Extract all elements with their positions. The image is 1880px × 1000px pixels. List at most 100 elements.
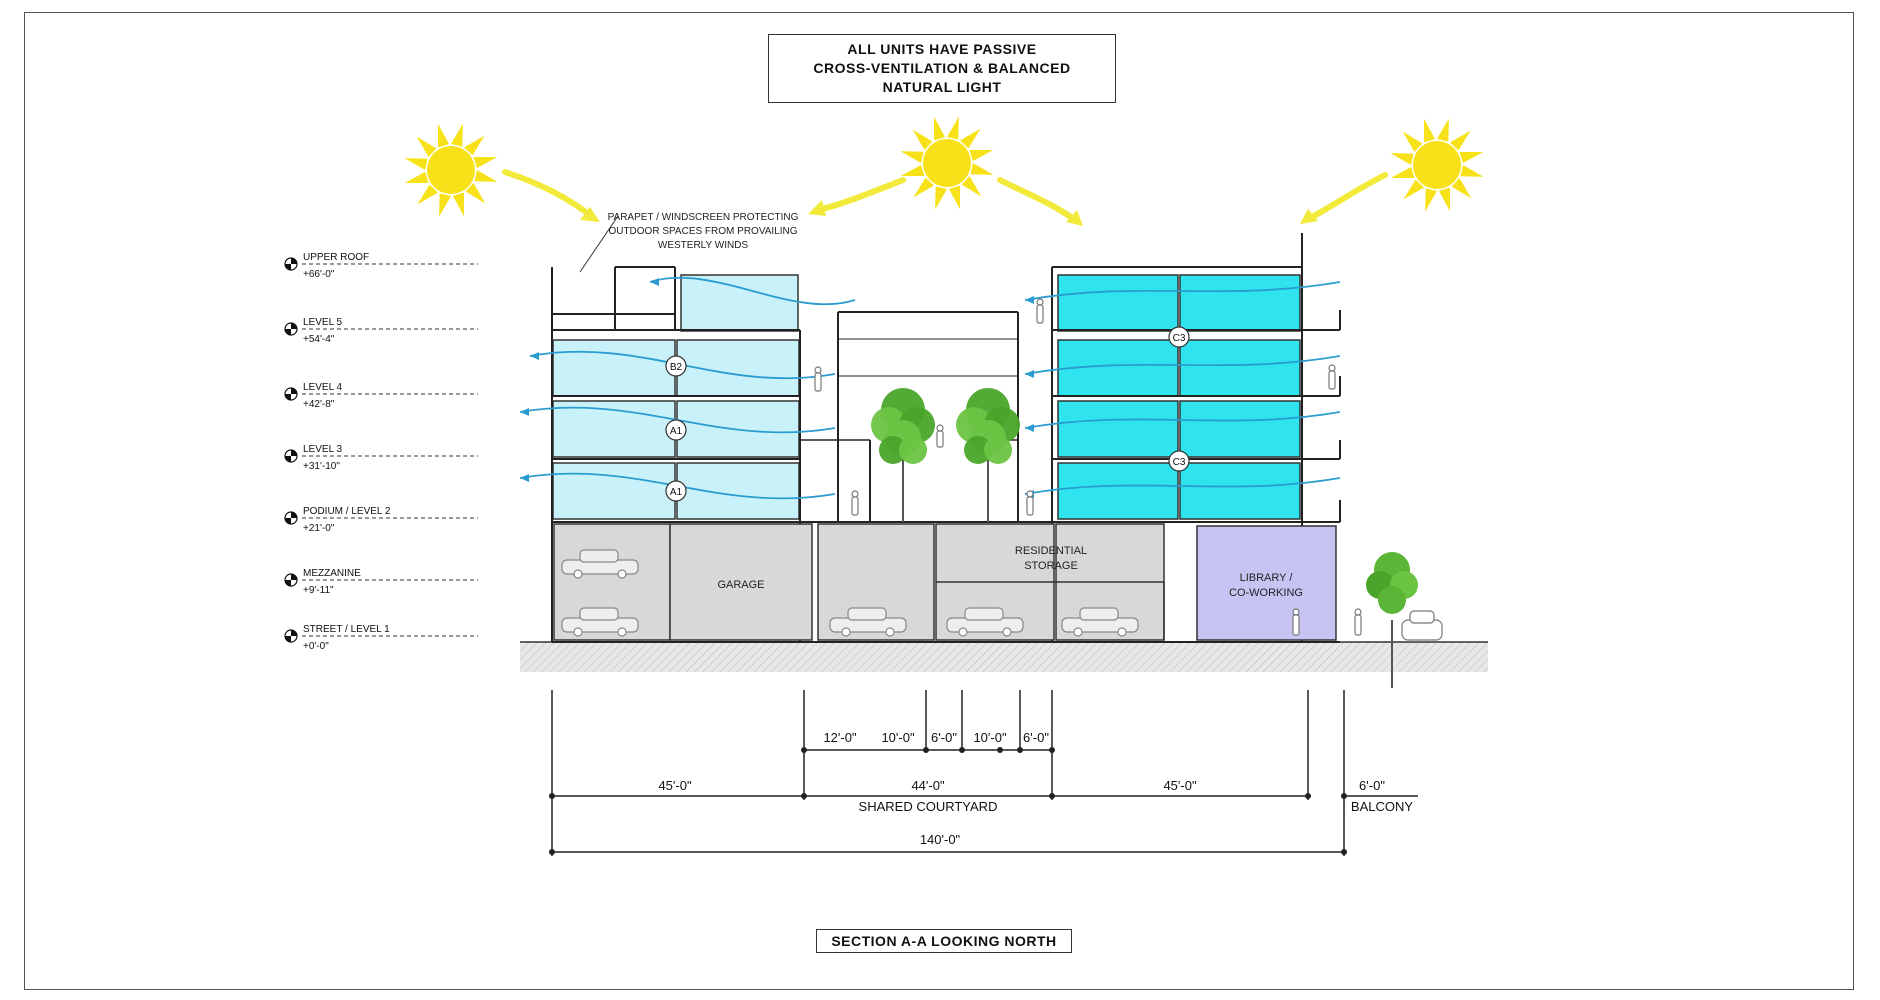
sunlight-arrow-1	[502, 169, 593, 218]
storage-label-1: RESIDENTIAL	[1015, 545, 1087, 557]
title-line-2: CROSS-VENTILATION & BALANCED	[813, 60, 1071, 76]
title-box: ALL UNITS HAVE PASSIVE CROSS-VENTILATION…	[768, 34, 1116, 103]
dim-courtyard-part-4: 10'-0"	[973, 730, 1007, 745]
level-elevation: +66'-0"	[303, 269, 335, 280]
units	[552, 274, 1301, 520]
level-name: LEVEL 4	[303, 382, 343, 393]
level-marker: UPPER ROOF +66'-0"	[284, 252, 478, 280]
section-caption-text: SECTION A-A LOOKING NORTH	[831, 933, 1057, 949]
wind-arrow	[1024, 281, 1341, 304]
annotation-line-3: WESTERLY WINDS	[658, 240, 749, 251]
level-name: STREET / LEVEL 1	[303, 624, 390, 635]
unit-west-l2b	[676, 462, 800, 520]
sunlight-arrow-2	[815, 177, 906, 213]
level-markers: UPPER ROOF +66'-0" LEVEL 5 +54'-4" LEVEL 4 +4…	[284, 252, 478, 652]
unit-tag-a1-upper: A1	[670, 426, 683, 437]
level-name: LEVEL 3	[303, 444, 343, 455]
parked-cars	[561, 549, 1139, 637]
unit-east-l3b	[1179, 400, 1301, 458]
title-line-1: ALL UNITS HAVE PASSIVE	[847, 41, 1037, 57]
level-name: MEZZANINE	[303, 568, 361, 579]
unit-east-l2b	[1179, 462, 1301, 520]
unit-west-l4a	[552, 339, 676, 397]
sunlight-arrowheads	[580, 200, 1318, 226]
dim-balcony-label: BALCONY	[1351, 799, 1413, 814]
dim-courtyard-part-5: 6'-0"	[1023, 730, 1049, 745]
wind-arrow	[649, 276, 856, 306]
dim-courtyard-part-3: 6'-0"	[931, 730, 957, 745]
unit-east-l5a	[1057, 274, 1179, 332]
wind-arrow	[1024, 411, 1341, 432]
unit-tag-c3-lower: C3	[1173, 457, 1186, 468]
arrowhead-4	[1300, 209, 1318, 224]
unit-tags: B2 A1 A1 C3 C3	[665, 326, 1190, 502]
unit-west-l5	[680, 274, 799, 332]
annotation-leader	[579, 215, 619, 273]
level-elevation: +54'-4"	[303, 334, 335, 345]
title-line-3: NATURAL LIGHT	[882, 79, 1002, 95]
car-icon	[946, 607, 1024, 637]
dim-courtyard-part-2: 10'-0"	[881, 730, 915, 745]
level-marker: PODIUM / LEVEL 2 +21'-0"	[284, 506, 478, 534]
sunlight-arrow-4	[1307, 172, 1388, 221]
library-label-1: LIBRARY /	[1240, 572, 1294, 584]
annotation-line-1: PARAPET / WINDSCREEN PROTECTING	[608, 212, 799, 223]
dim-courtyard: 44'-0"	[911, 778, 945, 793]
wind-arrow	[1024, 355, 1341, 378]
unit-east-l3a	[1057, 400, 1179, 458]
sun-icon	[1390, 118, 1484, 212]
dimension-lines	[551, 690, 1418, 856]
storage-label-2: STORAGE	[1024, 560, 1078, 572]
car-icon	[1061, 607, 1139, 637]
level-name: LEVEL 5	[303, 317, 343, 328]
dim-west-wing: 45'-0"	[658, 778, 692, 793]
podium-spaces	[553, 523, 1337, 641]
dim-total: 140'-0"	[920, 832, 961, 847]
level-elevation: +31'-10"	[303, 461, 340, 472]
car-icon	[829, 607, 907, 637]
unit-east-l2a	[1057, 462, 1179, 520]
section-caption: SECTION A-A LOOKING NORTH	[816, 929, 1072, 953]
level-name: UPPER ROOF	[303, 252, 369, 263]
sun-icon	[900, 116, 994, 210]
arrowhead-1	[580, 207, 600, 222]
dim-courtyard-label: SHARED COURTYARD	[859, 799, 998, 814]
dimension-ticks	[549, 747, 1347, 855]
level-marker: LEVEL 3 +31'-10"	[284, 444, 478, 472]
arrowhead-2	[808, 200, 826, 216]
level-elevation: +0'-0"	[303, 641, 329, 652]
unit-west-l2a	[552, 462, 676, 520]
sunlight-arrows	[502, 169, 1388, 223]
drawing-frame	[24, 12, 1854, 990]
car-icon	[561, 549, 639, 579]
tree-icon	[956, 388, 1020, 522]
ground	[520, 641, 1488, 672]
level-marker: LEVEL 5 +54'-4"	[284, 317, 478, 345]
courtyard-trees	[871, 388, 1020, 522]
tree-icon	[871, 388, 935, 522]
annotation-line-2: OUTDOOR SPACES FROM PROVAILING	[608, 226, 797, 237]
arrowhead-3	[1066, 210, 1083, 226]
unit-tag-c3-upper: C3	[1173, 333, 1186, 344]
street-car	[1401, 610, 1443, 641]
level-elevation: +9'-11"	[303, 585, 334, 596]
level-marker: LEVEL 4 +42'-8"	[284, 382, 478, 410]
level-elevation: +21'-0"	[303, 523, 335, 534]
unit-east-l5b	[1179, 274, 1301, 332]
library-label-2: CO-WORKING	[1229, 587, 1303, 599]
unit-east-l4b	[1179, 339, 1301, 397]
level-elevation: +42'-8"	[303, 399, 335, 410]
sun-icon	[404, 123, 498, 217]
dim-courtyard-part-1: 12'-0"	[823, 730, 857, 745]
unit-tag-b2: B2	[670, 362, 683, 373]
level-marker: STREET / LEVEL 1 +0'-0"	[284, 624, 478, 652]
car-icon	[561, 607, 639, 637]
dim-east-wing: 45'-0"	[1163, 778, 1197, 793]
dim-balcony: 6'-0"	[1359, 778, 1385, 793]
level-name: PODIUM / LEVEL 2	[303, 506, 391, 517]
people	[814, 298, 1362, 636]
street-tree	[1366, 552, 1418, 688]
sunlight-arrow-3	[997, 177, 1078, 223]
garage-label: GARAGE	[717, 579, 764, 591]
